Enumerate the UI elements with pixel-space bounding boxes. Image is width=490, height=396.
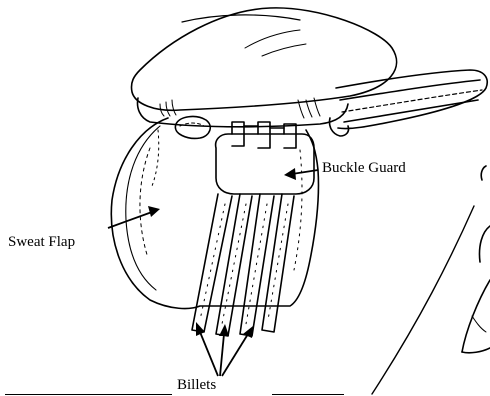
sweat-flap-label: Sweat Flap [8,235,75,250]
sweat-flap-arrow [108,206,160,228]
girth-line [372,206,474,394]
saddle-seat [131,8,396,110]
buckle-guard-shape [216,134,314,194]
answer-blank-left [5,394,172,395]
buckle-3 [284,124,296,148]
billets-label: Billets [177,378,216,393]
buckle-guard-label: Buckle Guard [322,161,406,176]
answer-blank-right [272,394,344,395]
buckle-guard-arrow [284,168,318,180]
billet-2 [216,194,252,336]
knee-roll [175,117,210,139]
